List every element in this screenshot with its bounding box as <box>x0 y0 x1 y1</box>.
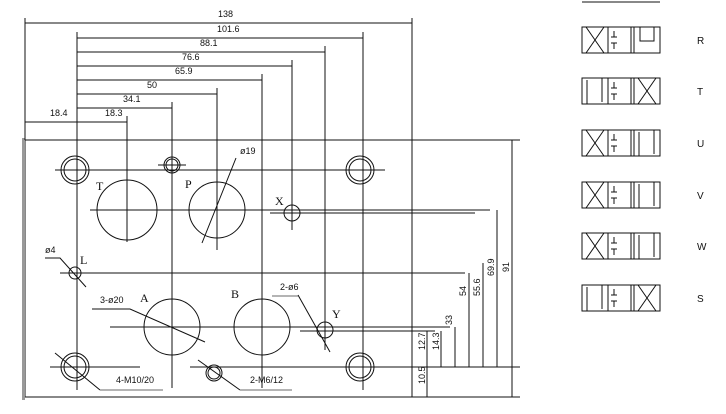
bolt-hole <box>345 352 375 382</box>
spool-type-label: T <box>697 87 703 98</box>
callout-bolts: 4-M10/20 <box>116 375 154 385</box>
port-y-hole <box>316 321 334 339</box>
pin-hole-inner <box>165 158 179 172</box>
pin-hole <box>163 156 181 174</box>
dimension-label: 18.3 <box>105 108 123 118</box>
spool-symbol-frame <box>581 77 661 105</box>
spool-symbol-w <box>581 232 661 260</box>
port-a-hole <box>143 298 201 356</box>
spool-symbol-v <box>581 181 661 209</box>
port-l-hole <box>68 266 82 280</box>
dimension-lines-vertical <box>426 140 513 397</box>
dimension-label: 34.1 <box>123 94 141 104</box>
centerlines <box>50 164 520 368</box>
dimension-label: 101.6 <box>217 24 240 34</box>
port-b-hole <box>233 298 291 356</box>
callout-l-diameter: ø4 <box>45 245 56 255</box>
spool-position-dividers <box>607 27 635 53</box>
spool-type-label: S <box>697 294 704 305</box>
spool-symbol-frame <box>581 129 661 157</box>
dimension-label: 10.5 <box>417 366 427 384</box>
dimension-label: 50 <box>147 80 157 90</box>
flow-path-arrows <box>585 232 655 260</box>
dimension-label: 14.3 <box>431 332 441 350</box>
bolt-hole <box>60 352 90 382</box>
port-label-b: B <box>231 287 239 301</box>
spool-position-dividers <box>607 130 635 156</box>
flow-path-arrows <box>586 77 657 105</box>
pin-hole-inner <box>207 366 221 380</box>
callout-xy-ports: 2-ø6 <box>280 282 299 292</box>
spool-symbol-u <box>581 129 661 157</box>
dimension-lines-horizontal <box>25 22 412 123</box>
port-p-hole <box>188 181 246 239</box>
spool-symbol-t <box>581 77 661 105</box>
dimension-label: 55.6 <box>472 278 482 296</box>
spool-type-label: V <box>697 191 704 202</box>
pin-hole <box>205 364 223 382</box>
bolt-hole-inner <box>63 158 87 182</box>
flow-path-arrows <box>585 129 655 157</box>
dimension-label: 18.4 <box>50 108 68 118</box>
dimension-label: 88.1 <box>200 38 218 48</box>
bolt-hole-inner <box>63 355 87 379</box>
spool-symbol-s <box>581 284 661 312</box>
spool-position-dividers <box>607 233 635 259</box>
spool-symbol-legend: R T U V W S <box>581 1 707 312</box>
callout-main-ports: 3-ø20 <box>100 295 124 305</box>
flow-path-arrows <box>586 284 657 312</box>
bolt-hole <box>60 155 90 185</box>
callout-p-diameter: ø19 <box>240 146 256 156</box>
spool-symbol-frame <box>581 284 661 312</box>
port-label-a: A <box>140 291 149 305</box>
bolt-hole-inner <box>348 355 372 379</box>
dimension-label: 91 <box>501 262 511 272</box>
port-label-t: T <box>96 179 104 193</box>
spool-symbol-frame <box>581 181 661 209</box>
spool-symbol-frame <box>581 26 661 54</box>
port-label-y: Y <box>332 307 341 321</box>
spool-type-label: U <box>697 139 704 150</box>
dimension-label: 12.7 <box>417 332 427 350</box>
dimension-label: 65.9 <box>175 66 193 76</box>
flow-path-arrows <box>585 26 655 54</box>
dimension-label: 69.9 <box>486 258 496 276</box>
leader-lines <box>45 157 331 391</box>
leader-shelves <box>100 295 298 391</box>
holes <box>60 155 375 382</box>
plate-edge <box>22 138 25 400</box>
spool-position-dividers <box>607 78 635 104</box>
spool-position-dividers <box>607 285 635 311</box>
callout-pins: 2-M6/12 <box>250 375 283 385</box>
bolt-hole <box>345 155 375 185</box>
spool-type-label: W <box>697 242 707 253</box>
spool-position-dividers <box>607 182 635 208</box>
dimension-label: 76.6 <box>182 52 200 62</box>
dimension-label: 54 <box>458 286 468 296</box>
bolt-hole-inner <box>348 158 372 182</box>
flow-path-arrows <box>585 181 655 209</box>
spool-symbol-r <box>581 26 661 54</box>
extension-lines <box>24 18 413 390</box>
port-label-x: X <box>275 194 284 208</box>
spool-type-label: R <box>697 36 704 47</box>
dimension-label: 138 <box>218 9 233 19</box>
port-x-hole <box>283 204 301 222</box>
port-label-p: P <box>185 177 192 191</box>
port-label-l: L <box>80 253 87 267</box>
dimension-label: 33 <box>444 315 454 325</box>
vertical-dimension-labels: 10.5 12.7 14.333 54 55.6 69.9 91 <box>417 258 511 384</box>
horizontal-dimension-labels: 138 101.6 88.176.6 65.9 50 34.118.3 18.4 <box>50 9 240 118</box>
port-t-hole <box>96 179 158 241</box>
spool-symbol-frame <box>581 232 661 260</box>
